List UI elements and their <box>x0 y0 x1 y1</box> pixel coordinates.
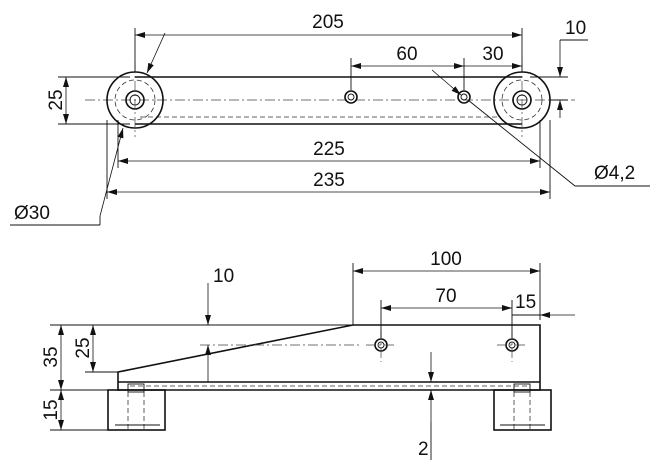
dim-inner-length: 225 <box>313 139 345 160</box>
dim-profile-height: 25 <box>73 337 94 358</box>
dim-ramp-height: 10 <box>213 266 234 287</box>
bracket-body <box>117 324 541 391</box>
dim-total-height: 35 <box>41 346 62 367</box>
left-wheel <box>106 63 164 137</box>
dim-base-thickness: 2 <box>418 439 429 460</box>
side-view: 10 100 70 15 35 25 15 2 <box>41 249 575 460</box>
dim-top-length: 100 <box>430 249 462 270</box>
right-foot <box>493 383 552 431</box>
dim-height: 25 <box>46 89 67 110</box>
dim-overall-axis: 205 <box>312 12 344 33</box>
top-view: 205 60 30 10 25 225 235 Ø4,2 <box>10 12 650 226</box>
dim-side-hole-spacing: 70 <box>435 286 456 307</box>
dim-right-offset: 10 <box>565 18 586 39</box>
mounting-hole-right <box>457 90 471 104</box>
dim-foot-height: 15 <box>41 399 62 420</box>
dim-hole-to-wheel: 30 <box>482 44 503 65</box>
dim-hole-end: 15 <box>515 292 536 313</box>
left-foot <box>107 383 166 431</box>
mounting-hole-left <box>344 90 358 104</box>
dim-total-length: 235 <box>313 170 345 191</box>
dim-wheel-diameter: Ø30 <box>14 203 50 224</box>
dim-hole-diameter: Ø4,2 <box>594 163 635 184</box>
dim-hole-spacing: 60 <box>396 44 417 65</box>
